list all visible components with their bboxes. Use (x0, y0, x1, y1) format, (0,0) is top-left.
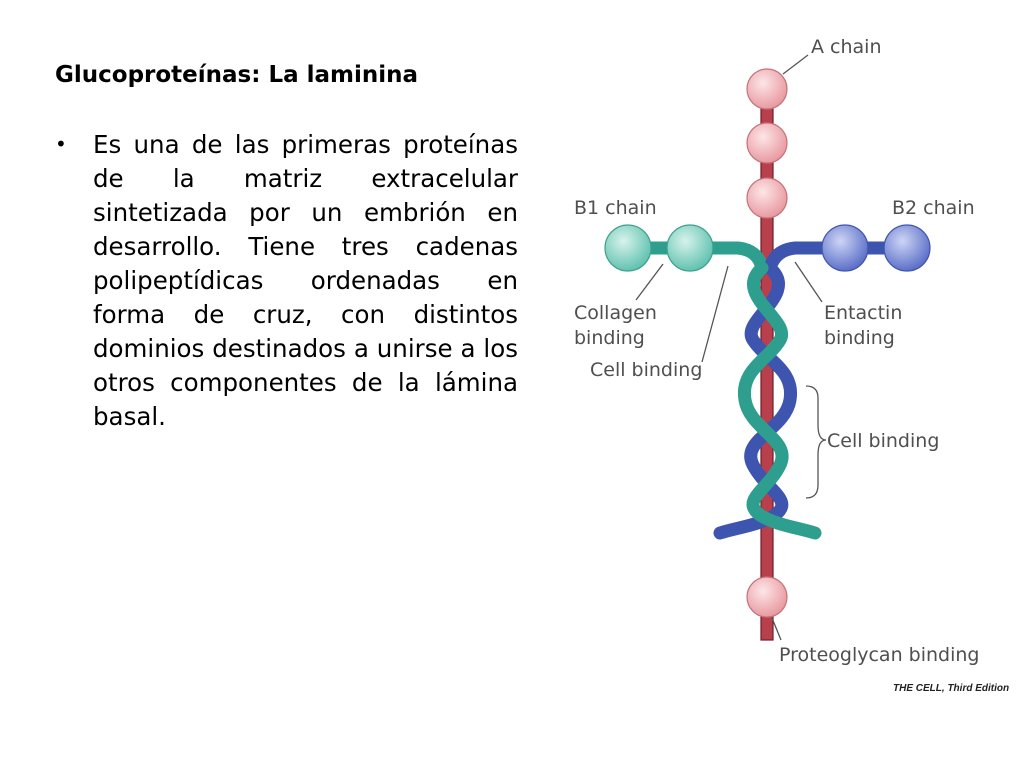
figure-credit: THE CELL, Third Edition (893, 683, 1009, 694)
entactin-binding-label: Entactin (824, 302, 902, 324)
slide-title: Glucoproteínas: La laminina (55, 62, 419, 88)
cell-binding-bracket (805, 385, 827, 499)
collagen-binding-label-2: binding (574, 327, 645, 349)
entactin-binding-label-2: binding (824, 327, 895, 349)
b2-chain-globule (821, 224, 869, 272)
b1-chain-coil (737, 261, 822, 540)
b1-chain-globule (666, 224, 714, 272)
b2-chain-globule (883, 224, 931, 272)
b2-chain-coil (713, 261, 798, 540)
cell-binding-leader-left (701, 265, 729, 363)
collagen-binding-leader (635, 263, 664, 301)
collagen-binding-label: Collagen (574, 302, 657, 324)
bullet-marker: • (55, 132, 67, 156)
a-chain-leader (782, 54, 809, 75)
proteoglycan-binding-label: Proteoglycan binding (779, 644, 979, 666)
b1-chain-label: B1 chain (574, 197, 657, 219)
a-chain-globule (746, 177, 788, 219)
a-chain-globule (746, 122, 788, 164)
cell-binding-label-right: Cell binding (827, 430, 939, 452)
proteoglycan-binding-leader (771, 617, 782, 641)
a-chain-globule (746, 576, 788, 618)
a-chain-label: A chain (811, 36, 882, 58)
a-chain-globule (746, 68, 788, 110)
bullet-text: Es una de las primeras proteínas de la m… (93, 130, 518, 431)
b1-chain-globule (604, 224, 652, 272)
b2-chain-label: B2 chain (892, 197, 975, 219)
entactin-binding-leader (794, 261, 823, 303)
cell-binding-label-left: Cell binding (590, 359, 702, 381)
